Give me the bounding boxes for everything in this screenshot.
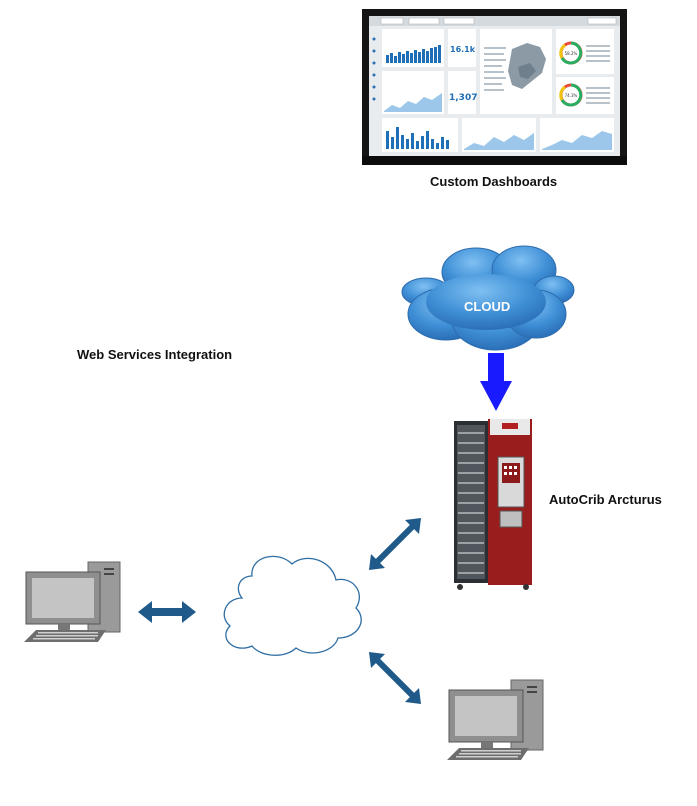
web-services-integration-label: Web Services Integration [77,347,233,362]
cloud-icon [396,242,576,352]
computer-left-icon [24,560,124,644]
cloud-label: CLOUD [464,299,511,314]
dashboard-monitor: 16.1k 1,307 58.2% 74.3% [362,9,627,165]
gauge-1-value: 58.2% [565,51,578,56]
network-cloud-icon [212,546,372,660]
kpi-1-value: 16.1k [450,45,476,54]
autocrib-machine-image [452,417,534,591]
bidirectional-arrow-icon [369,518,421,570]
gauge-2-value: 74.3% [565,93,578,98]
bidirectional-arrow-icon [138,601,196,623]
custom-dashboards-label: Custom Dashboards [430,174,558,189]
bidirectional-arrow-icon [369,652,421,704]
computer-bottom-icon [447,678,547,762]
down-arrow-icon [480,353,512,411]
autocrib-arcturus-label: AutoCrib Arcturus [549,492,662,507]
kpi-2-value: 1,307 [449,93,477,103]
